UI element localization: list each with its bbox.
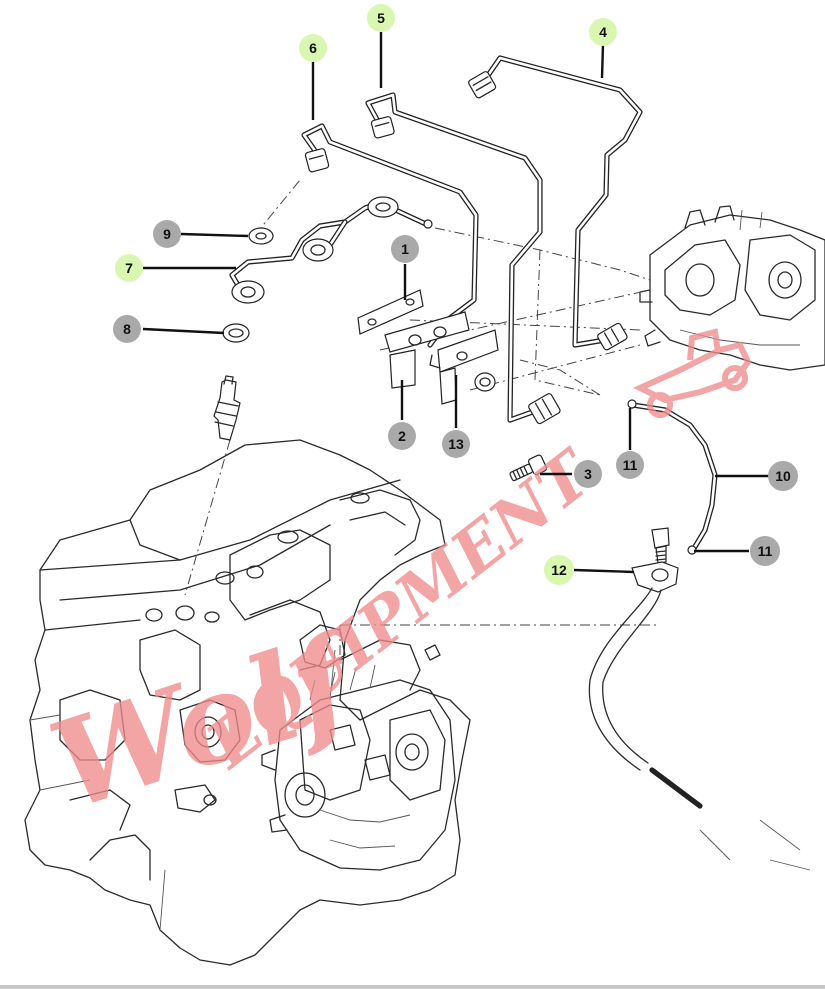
callout-13[interactable]: 13 <box>442 430 470 458</box>
callout-7[interactable]: 7 <box>115 254 143 282</box>
bolts <box>509 399 697 593</box>
pipe-fittings <box>304 71 628 425</box>
svg-text:2: 2 <box>398 428 406 444</box>
injection-pump-upper <box>639 205 825 371</box>
callout-2[interactable]: 2 <box>388 422 416 450</box>
callout-12[interactable]: 12 <box>544 555 574 585</box>
pipe-clamps <box>357 289 499 405</box>
callout-1[interactable]: 1 <box>391 235 419 263</box>
callout-6[interactable]: 6 <box>299 34 327 62</box>
callout-4[interactable]: 4 <box>589 18 617 46</box>
injector-nozzle <box>213 375 241 441</box>
svg-text:5: 5 <box>377 10 385 26</box>
leader-lines <box>142 32 769 574</box>
svg-text:4: 4 <box>599 24 607 40</box>
svg-text:11: 11 <box>758 543 773 559</box>
injection-pump-lower <box>261 624 456 871</box>
svg-text:7: 7 <box>125 260 133 276</box>
callout-9[interactable]: 9 <box>153 220 181 248</box>
callout-3[interactable]: 3 <box>574 460 602 488</box>
svg-text:8: 8 <box>123 321 131 337</box>
svg-text:10: 10 <box>775 468 791 484</box>
banjo-eyes-and-washers <box>222 196 399 343</box>
svg-text:12: 12 <box>551 562 567 578</box>
callout-10[interactable]: 10 <box>768 461 798 491</box>
svg-text:9: 9 <box>163 226 171 242</box>
watermark-text: EQUIPMENT <box>192 435 609 784</box>
svg-text:6: 6 <box>309 40 317 56</box>
callout-8[interactable]: 8 <box>113 315 141 343</box>
injection-pipes <box>229 55 718 553</box>
callout-11-lower[interactable]: 11 <box>750 536 780 566</box>
svg-text:13: 13 <box>448 436 464 452</box>
svg-text:11: 11 <box>623 457 638 473</box>
svg-text:3: 3 <box>584 466 592 482</box>
engine-block <box>24 439 471 966</box>
callouts: 4 5 6 9 7 8 1 2 13 3 11 10 11 12 <box>113 4 798 585</box>
drain-hose <box>588 587 811 871</box>
callout-11-upper[interactable]: 11 <box>616 451 644 479</box>
callout-5[interactable]: 5 <box>367 4 395 32</box>
svg-text:1: 1 <box>401 241 409 257</box>
watermark-truck-icon <box>632 328 752 418</box>
bottom-border <box>0 985 825 989</box>
